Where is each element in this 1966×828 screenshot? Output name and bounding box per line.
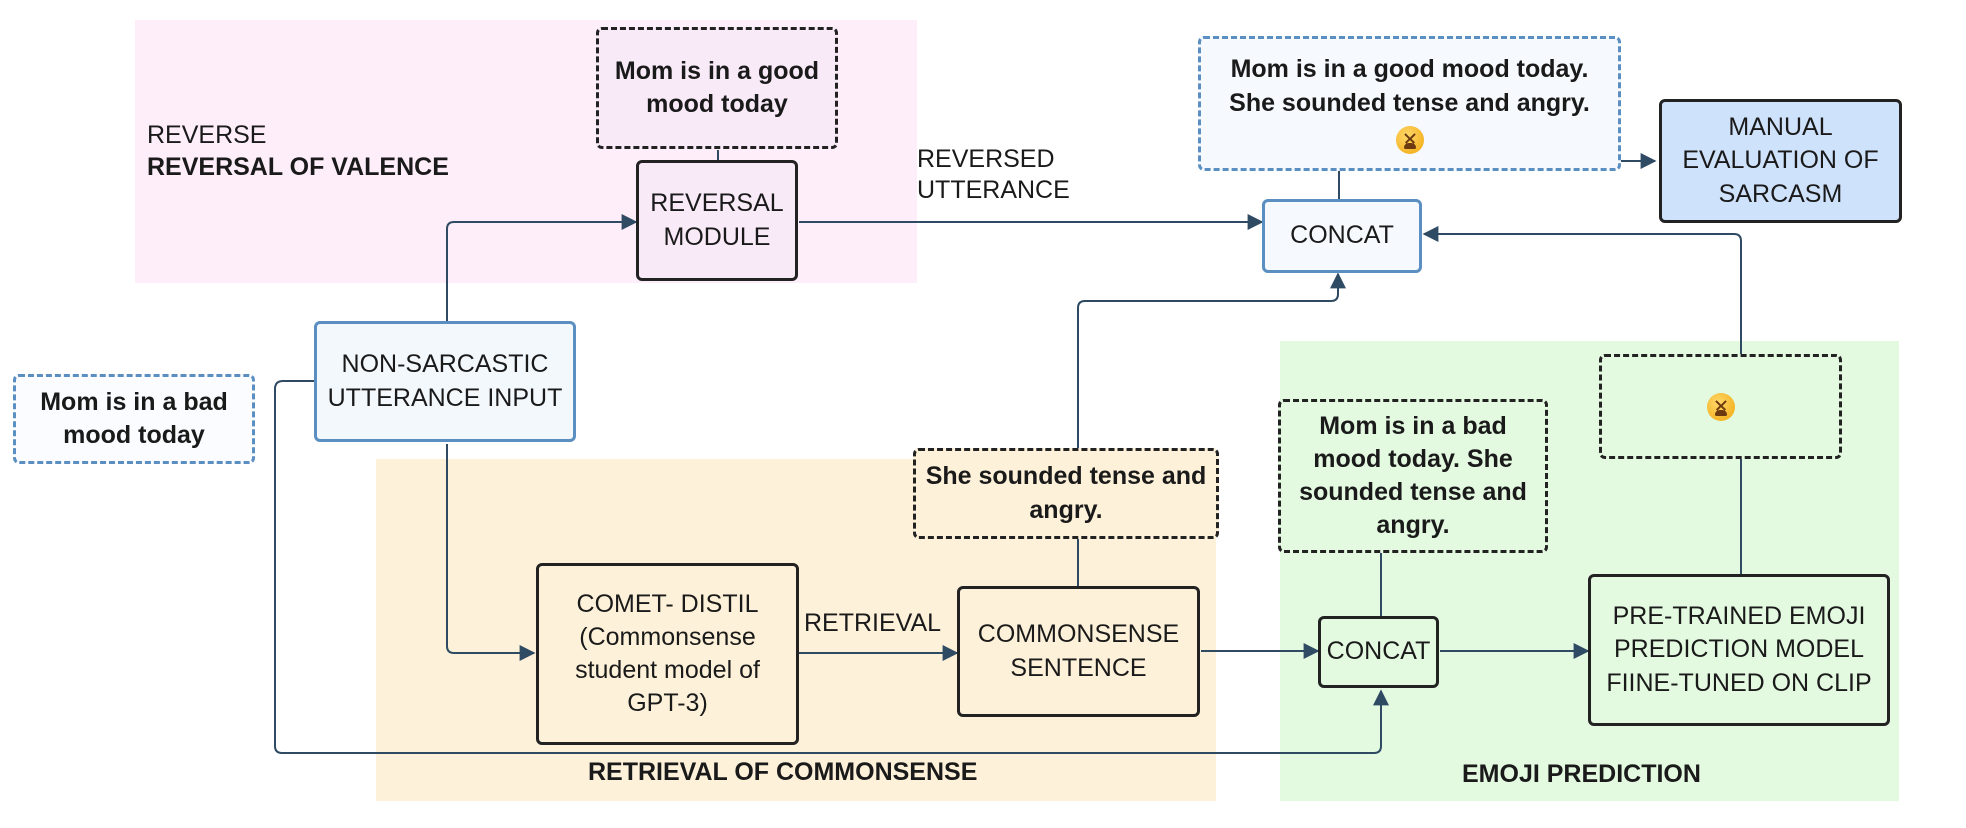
tired-face-emoji-icon (1706, 392, 1735, 421)
arrow-commonsense-to-concat-final (1077, 272, 1346, 450)
retrieval-label: RETRIEVAL (804, 609, 942, 637)
final-concat-quote: Mom is in a good mood today. She sounded… (1198, 36, 1621, 171)
reversed-utterance-label: REVERSED UTTERANCE (917, 145, 1070, 205)
commonsense-sentence-node: COMMONSENSE SENTENCE (957, 586, 1200, 717)
reversal-module-node: REVERSAL MODULE (636, 160, 798, 281)
concat-final-node: CONCAT (1262, 199, 1422, 273)
concat-final-text: CONCAT (1290, 221, 1394, 250)
reversal-quote-text: Mom is in a good mood today (614, 56, 820, 118)
manual-evaluation-text: MANUAL EVALUATION OF SARCASM (1682, 113, 1879, 208)
commonsense-quote-text: She sounded tense and angry. (925, 462, 1207, 524)
reversal-quote: Mom is in a good mood today (596, 27, 838, 149)
manual-evaluation-node: MANUAL EVALUATION OF SARCASM (1659, 99, 1902, 223)
comet-distil-node: COMET- DISTIL (Commonsense student model… (536, 563, 799, 745)
reversal-region-title: REVERSAL OF VALENCE (147, 153, 449, 181)
commonsense-sentence-text: COMMONSENSE SENTENCE (977, 620, 1180, 682)
final-quote-text: Mom is in a good mood today. She sounded… (1229, 55, 1590, 117)
input-quote: Mom is in a bad mood today (13, 374, 255, 464)
arrow-input-to-reversal (446, 214, 638, 321)
reversal-module-text: REVERSAL MODULE (650, 189, 784, 251)
emoji-prediction-model-node: PRE-TRAINED EMOJI PREDICTION MODEL FIINE… (1588, 574, 1890, 726)
input-quote-text: Mom is in a bad mood today (40, 387, 228, 449)
emoji-model-text: PRE-TRAINED EMOJI PREDICTION MODEL FIINE… (1606, 602, 1872, 697)
emoji-region-title: EMOJI PREDICTION (1462, 760, 1701, 788)
concat-emoji-text: CONCAT (1326, 637, 1431, 666)
emoji-concat-quote-text: Mom is in a bad mood today. She sounded … (1299, 411, 1527, 540)
emoji-concat-quote: Mom is in a bad mood today. She sounded … (1278, 399, 1548, 553)
tired-face-emoji-icon (1395, 125, 1424, 154)
commonsense-region-title: RETRIEVAL OF COMMONSENSE (588, 758, 978, 786)
input-node-text: NON-SARCASTIC UTTERANCE INPUT (327, 350, 563, 412)
emoji-output-box (1599, 354, 1842, 459)
reverse-small-label: REVERSE (147, 121, 267, 149)
concat-emoji-node: CONCAT (1318, 616, 1439, 688)
non-sarcastic-input-node: NON-SARCASTIC UTTERANCE INPUT (314, 321, 576, 442)
commonsense-quote: She sounded tense and angry. (913, 448, 1219, 539)
comet-distil-text: COMET- DISTIL (Commonsense student model… (575, 589, 760, 718)
arrow-input-to-comet (446, 444, 536, 661)
arrow-input-to-concat-emoji (274, 380, 1389, 754)
arrow-emoji-to-concat-final (1422, 226, 1742, 354)
